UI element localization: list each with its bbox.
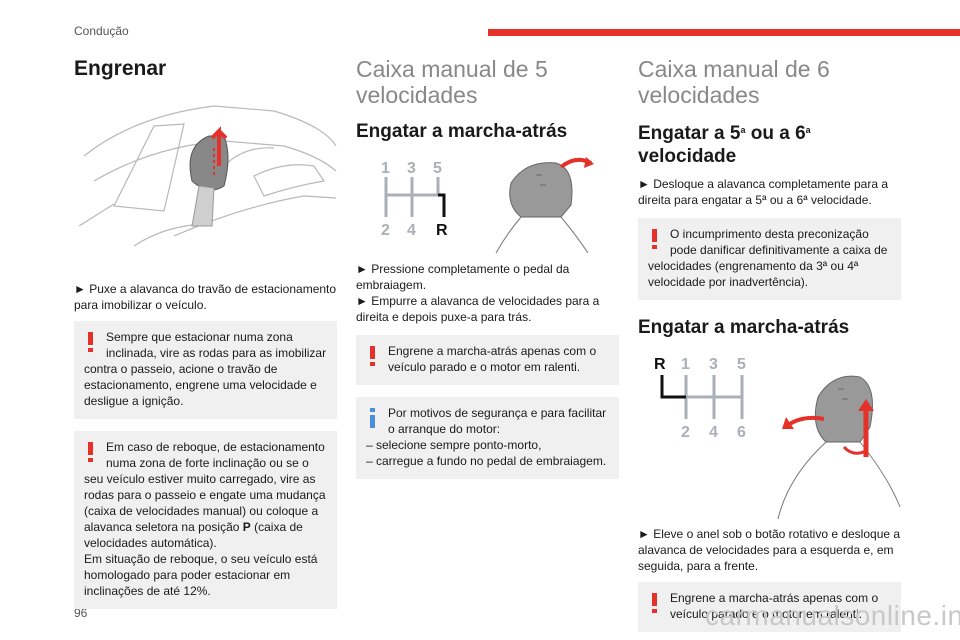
- info-i-icon: [366, 405, 388, 431]
- 6-speed-step-1: ► Desloque a alavanca completamente para…: [638, 177, 889, 207]
- 6-speed-warning-2-text: Engrene a marcha-atrás apenas com o veíc…: [670, 591, 879, 621]
- subtitle-part-c: velocidade: [638, 146, 737, 167]
- warning-2-bold: P: [242, 520, 251, 534]
- 5-speed-info-box: Por motivos de segurança e para facilita…: [356, 397, 619, 479]
- header-red-bar: [488, 29, 960, 36]
- 5-speed-warning-box: Engrene a marcha-atrás apenas com o veíc…: [356, 335, 619, 385]
- gear-label-2: 2: [381, 222, 390, 239]
- warning-2-homologation: Em situação de reboque, o seu veículo es…: [84, 552, 318, 598]
- warning-1-text: Sempre que estacionar numa zona inclinad…: [84, 330, 327, 408]
- gear-label-5: 5: [737, 356, 746, 373]
- gear-label-2: 2: [681, 424, 690, 441]
- gear-label-4: 4: [407, 222, 416, 239]
- gear-label-6: 6: [737, 424, 746, 441]
- column-5-speed: Caixa manual de 5 velocidades Engatar a …: [356, 56, 619, 479]
- 5-speed-title: Caixa manual de 5 velocidades: [356, 56, 548, 108]
- warning-2-part-b: (caixa de velocidades automática).: [84, 520, 303, 550]
- warning-box-2: Em caso de reboque, de estacionamento nu…: [74, 431, 337, 609]
- watermark: carmanualsonline.info: [705, 600, 960, 631]
- gear-label-1: 1: [381, 160, 390, 177]
- 5-speed-warning-text: Engrene a marcha-atrás apenas com o veíc…: [388, 344, 597, 374]
- exclamation-icon: [648, 226, 670, 252]
- 6-speed-reverse-subtitle: Engatar a marcha-atrás: [638, 317, 850, 338]
- gear-label-3: 3: [709, 356, 718, 373]
- subtitle-sup-2: a: [805, 125, 811, 135]
- subtitle-sup-1: a: [740, 125, 746, 135]
- info-item-2: – carregue a fundo no pedal de embraiage…: [366, 454, 607, 468]
- warning-2-part-a: Em caso de reboque, de estacionamento nu…: [84, 440, 326, 534]
- exclamation-icon: [84, 329, 106, 355]
- subtitle-part-a: Engatar a 5: [638, 123, 741, 144]
- gear-label-3: 3: [407, 160, 416, 177]
- 5-speed-gear-diagram: 1 3 5 2 4 R: [356, 155, 619, 255]
- exclamation-icon: [366, 343, 388, 369]
- 6-speed-title: Caixa manual de 6 velocidades: [638, 56, 830, 108]
- engrenar-title: Engrenar: [74, 57, 167, 80]
- gear-label-1: 1: [681, 356, 690, 373]
- gear-label-r: R: [654, 356, 666, 373]
- warning-2-text: Em caso de reboque, de estacionamento nu…: [84, 439, 327, 551]
- section-label: Condução: [74, 24, 129, 38]
- info-item-1: – selecione sempre ponto-morto,: [366, 438, 542, 452]
- page-number: 96: [74, 606, 88, 620]
- exclamation-icon: [648, 590, 670, 616]
- parking-brake-illustration: [74, 86, 337, 261]
- 6-speed-gear-diagram: R 1 3 5 2 4 6: [638, 347, 901, 522]
- 6-speed-warning-1-text: O incumprimento desta preconização pode …: [648, 227, 888, 289]
- column-6-speed: Caixa manual de 6 velocidades Engatar a …: [638, 56, 901, 632]
- 6-speed-5-6-subtitle: Engatar a 5a ou a 6a velocidade: [638, 122, 901, 168]
- info-intro: Por motivos de segurança e para facilita…: [388, 406, 607, 436]
- 6-speed-step-2: ► Eleve o anel sob o botão rotativo e de…: [638, 527, 901, 573]
- 6-speed-warning-box-1: O incumprimento desta preconização pode …: [638, 218, 901, 300]
- gear-label-4: 4: [709, 424, 718, 441]
- 6-speed-warning-box-2: Engrene a marcha-atrás apenas com o veíc…: [638, 582, 901, 632]
- exclamation-icon: [84, 439, 106, 465]
- subtitle-part-b: ou a 6: [745, 123, 806, 144]
- column-engrenar: Engrenar ► Puxe a alavanca do travão de …: [74, 56, 337, 609]
- engrenar-instruction: ► Puxe a alavanca do travão de estaciona…: [74, 282, 337, 312]
- 5-speed-step-1: ► Pressione completamente o pedal da emb…: [356, 262, 570, 292]
- gear-label-r: R: [436, 222, 448, 239]
- 5-speed-reverse-subtitle: Engatar a marcha-atrás: [356, 121, 568, 142]
- warning-box-1: Sempre que estacionar numa zona inclinad…: [74, 321, 337, 419]
- gear-label-5: 5: [433, 160, 442, 177]
- 5-speed-step-2: ► Empurre a alavanca de velocidades para…: [356, 294, 600, 324]
